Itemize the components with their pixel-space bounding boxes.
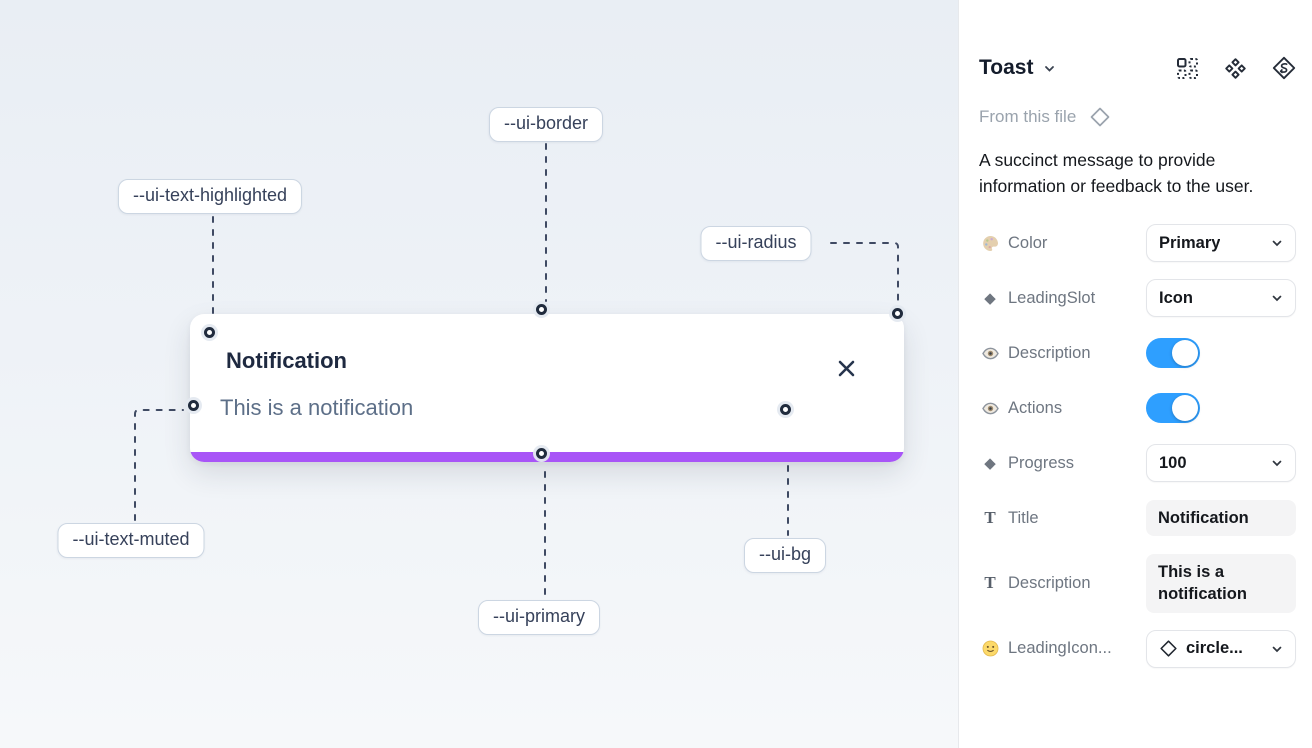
description-toggle[interactable] (1146, 338, 1200, 368)
prop-label-progress: Progress (1008, 453, 1075, 472)
close-icon (838, 360, 854, 376)
panel-header: Toast (979, 56, 1296, 80)
connector-dot-text-muted (188, 400, 199, 411)
chevron-down-icon (1272, 240, 1282, 247)
variants-icon[interactable] (1176, 57, 1199, 80)
prop-label-actions-toggle: Actions (1008, 398, 1063, 417)
connector-dot-text-highlighted (204, 327, 215, 338)
diamond-outline-icon (1089, 106, 1111, 128)
prop-label-leadingslot: LeadingSlot (1008, 288, 1096, 307)
palette-icon (979, 234, 1001, 253)
properties-panel: Toast (958, 0, 1312, 748)
toast-close-button[interactable] (834, 356, 858, 380)
annotation-label-text-muted: --ui-text-muted (57, 523, 205, 558)
leadingslot-select-value: Icon (1159, 288, 1193, 307)
component-icon[interactable] (1224, 57, 1247, 80)
chevron-down-icon (1272, 646, 1282, 652)
prop-label-description-text: Description (1008, 573, 1091, 592)
diamond-icon: ◆ (984, 455, 996, 472)
prop-label-leadingicon: LeadingIcon... (1008, 639, 1112, 658)
connector-dot-radius (892, 308, 903, 319)
progress-select-value: 100 (1159, 453, 1187, 472)
annotation-label-text-highlighted: --ui-text-highlighted (117, 179, 303, 214)
toast-component-preview[interactable]: Notification This is a notification (190, 314, 904, 462)
eye-icon (979, 344, 1001, 363)
toast-description: This is a notification (220, 395, 414, 420)
annotation-label-radius: --ui-radius (700, 226, 812, 261)
annotation-label-border: --ui-border (488, 107, 604, 142)
prop-row-leadingslot: ◆ LeadingSlot Icon (979, 279, 1296, 317)
design-canvas[interactable]: --ui-border --ui-text-highlighted --ui-r… (0, 0, 958, 748)
toggle-knob (1172, 395, 1198, 421)
smiley-icon (979, 639, 1001, 658)
prop-row-progress: ◆ Progress 100 (979, 444, 1296, 482)
title-text-field[interactable]: Notification (1146, 499, 1296, 537)
diamond-icon: ◆ (984, 290, 996, 307)
prop-row-description-text: T Description This is a notification (979, 554, 1296, 613)
annotation-line-radius (830, 242, 899, 305)
prop-row-actions-toggle: Actions (979, 389, 1296, 427)
component-title: Toast (979, 56, 1034, 79)
source-row: From this file (979, 106, 1296, 128)
leadingslot-select[interactable]: Icon (1146, 279, 1296, 317)
color-select[interactable]: Primary (1146, 224, 1296, 262)
prop-label-title: Title (1008, 508, 1039, 527)
color-select-value: Primary (1159, 233, 1221, 252)
connector-dot-bg (780, 404, 791, 415)
annotation-lines (134, 143, 899, 598)
annotation-label-primary: --ui-primary (478, 600, 600, 635)
annotation-label-bg: --ui-bg (743, 538, 827, 573)
prop-row-color: Color Primary (979, 224, 1296, 262)
property-list: Color Primary ◆ LeadingSlot Icon (979, 224, 1296, 668)
leadingicon-select[interactable]: circle... (1146, 629, 1296, 668)
description-text-field[interactable]: This is a notification (1146, 554, 1296, 613)
source-label: From this file (979, 107, 1077, 126)
prop-label-description-toggle: Description (1008, 343, 1091, 362)
chevron-down-icon (1272, 460, 1282, 467)
toast-progress-bar (190, 452, 904, 462)
chevron-down-icon (1272, 295, 1282, 302)
prop-label-color: Color (1008, 233, 1048, 252)
prop-row-title: T Title Notification (979, 499, 1296, 537)
component-title-dropdown[interactable] (1043, 62, 1056, 75)
toast-title: Notification (226, 348, 347, 373)
eye-icon (979, 399, 1001, 418)
toggle-knob (1172, 340, 1198, 366)
connector-dot-primary (536, 448, 547, 459)
connector-dot-border (536, 304, 547, 315)
prop-row-leadingicon: LeadingIcon... circle... (979, 629, 1296, 668)
leadingicon-select-value: circle... (1186, 639, 1243, 658)
text-icon: T (984, 573, 996, 593)
prop-row-description-toggle: Description (979, 334, 1296, 372)
header-icons (1176, 56, 1296, 80)
s-diamond-icon[interactable] (1272, 56, 1296, 80)
text-icon: T (984, 508, 996, 527)
progress-select[interactable]: 100 (1146, 444, 1296, 482)
actions-toggle[interactable] (1146, 393, 1200, 423)
component-description: A succinct message to provide informatio… (979, 150, 1254, 196)
chevron-down-icon (1045, 65, 1055, 72)
diamond-outline-icon (1160, 640, 1177, 657)
annotation-line-text-muted (134, 409, 184, 521)
